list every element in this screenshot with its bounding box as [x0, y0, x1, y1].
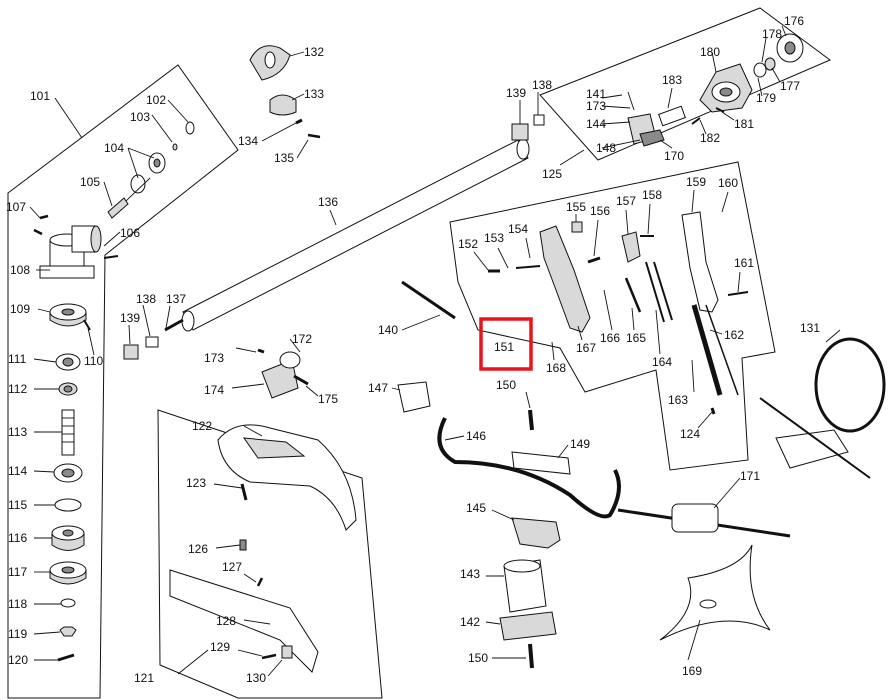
- label-164: 164: [652, 355, 672, 369]
- label-111: 111: [8, 352, 27, 366]
- label-183: 183: [662, 73, 682, 87]
- label-168: 168: [546, 361, 566, 375]
- label-116: 116: [8, 531, 27, 545]
- label-134: 134: [238, 134, 258, 148]
- label-145: 145: [466, 501, 486, 515]
- label-118: 118: [8, 597, 27, 611]
- label-128: 128: [216, 614, 236, 628]
- label-144: 144: [586, 117, 606, 131]
- label-126: 126: [188, 542, 208, 556]
- label-150-bottom: 150: [468, 651, 488, 665]
- label-172: 172: [292, 332, 312, 346]
- label-143: 143: [460, 567, 480, 581]
- label-173-bottom: 173: [204, 351, 224, 365]
- handle-group-outline: [449, 161, 776, 471]
- label-138-left: 138: [136, 292, 156, 306]
- label-162: 162: [724, 328, 744, 342]
- label-133: 133: [304, 87, 324, 101]
- label-170: 170: [664, 149, 684, 163]
- label-121: 121: [134, 671, 154, 685]
- label-130: 130: [246, 671, 266, 685]
- label-106: 106: [120, 226, 140, 240]
- label-110: 110: [84, 354, 103, 368]
- label-165: 165: [626, 331, 646, 345]
- label-152: 152: [458, 237, 478, 251]
- label-112: 112: [8, 382, 27, 396]
- label-137: 137: [166, 292, 186, 306]
- label-139-right: 139: [506, 86, 526, 100]
- label-120: 120: [8, 653, 28, 667]
- label-155: 155: [566, 200, 586, 214]
- label-115: 115: [8, 498, 27, 512]
- label-114: 114: [8, 464, 27, 478]
- label-104: 104: [104, 141, 124, 155]
- label-140: 140: [378, 323, 398, 337]
- label-117: 117: [8, 565, 27, 579]
- label-146: 146: [466, 429, 486, 443]
- label-177: 177: [780, 79, 800, 93]
- label-181: 181: [734, 117, 754, 131]
- gearbox-group-outline: [7, 64, 239, 699]
- part-labels: 101 102 103 104 105 106 107 108 109 110 …: [6, 14, 820, 685]
- label-147: 147: [368, 381, 388, 395]
- label-173-top: 173: [586, 99, 606, 113]
- label-180: 180: [700, 45, 720, 59]
- label-141: 141: [586, 87, 606, 101]
- label-139-left: 139: [120, 311, 140, 325]
- label-163: 163: [668, 393, 688, 407]
- label-160: 160: [718, 176, 738, 190]
- label-175: 175: [318, 392, 338, 406]
- label-167: 167: [576, 341, 596, 355]
- label-151: 151: [494, 340, 514, 354]
- label-136: 136: [318, 195, 338, 209]
- label-182: 182: [700, 131, 720, 145]
- leader-lines: [29, 25, 841, 677]
- label-135: 135: [274, 151, 294, 165]
- label-119: 119: [8, 627, 27, 641]
- label-154: 154: [508, 222, 528, 236]
- label-101: 101: [30, 89, 50, 103]
- label-125: 125: [542, 167, 562, 181]
- label-103: 103: [130, 110, 150, 124]
- label-161: 161: [734, 256, 754, 270]
- handle-parts: [488, 211, 749, 415]
- label-124: 124: [680, 427, 700, 441]
- label-107: 107: [6, 200, 26, 214]
- label-179: 179: [756, 91, 776, 105]
- label-129: 129: [210, 640, 230, 654]
- label-113: 113: [8, 425, 27, 439]
- lower-parts: [397, 337, 886, 669]
- cutter-head-group-outline: [539, 7, 831, 161]
- label-156: 156: [590, 204, 610, 218]
- label-122: 122: [192, 419, 212, 433]
- label-169: 169: [682, 664, 702, 678]
- guard-parts: [169, 348, 357, 673]
- label-108: 108: [10, 263, 30, 277]
- label-171: 171: [740, 469, 760, 483]
- cutter-head-parts: [627, 33, 804, 147]
- gearbox-parts: [33, 121, 195, 662]
- label-149: 149: [570, 437, 590, 451]
- label-109: 109: [10, 302, 30, 316]
- label-159: 159: [686, 175, 706, 189]
- label-102: 102: [146, 93, 166, 107]
- label-127: 127: [222, 560, 242, 574]
- highlight-box-151: [479, 317, 533, 371]
- label-105: 105: [80, 175, 100, 189]
- label-123: 123: [186, 476, 206, 490]
- label-142: 142: [460, 615, 480, 629]
- label-153: 153: [484, 231, 504, 245]
- label-158: 158: [642, 188, 662, 202]
- label-174: 174: [204, 383, 224, 397]
- label-138-right: 138: [532, 78, 552, 92]
- label-150-top: 150: [496, 378, 516, 392]
- label-131: 131: [800, 321, 820, 335]
- label-157: 157: [616, 194, 636, 208]
- label-178: 178: [762, 27, 782, 41]
- label-148: 148: [596, 141, 616, 155]
- label-176: 176: [784, 14, 804, 28]
- label-166: 166: [600, 331, 620, 345]
- label-132: 132: [304, 45, 324, 59]
